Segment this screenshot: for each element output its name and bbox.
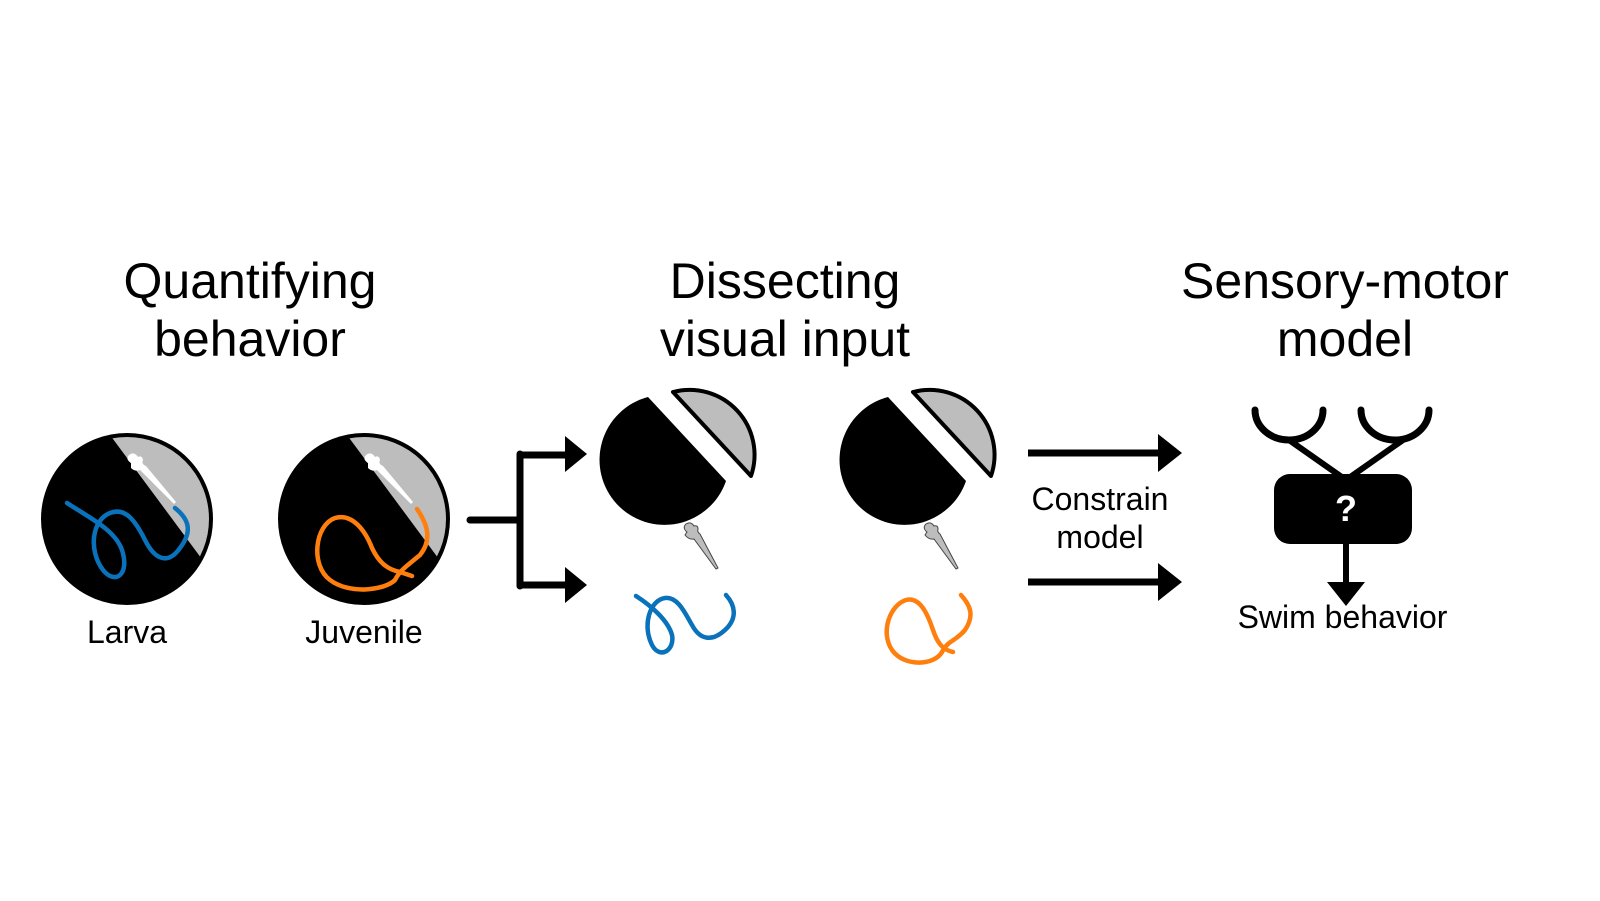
larva-trajectory (633, 592, 736, 655)
arena-border (278, 433, 450, 605)
title-quantifying-behavior: Quantifying behavior (100, 252, 400, 368)
arrowhead-top (565, 436, 587, 472)
right-input-line (1344, 437, 1405, 483)
constrain-arrows (1028, 434, 1182, 601)
sensory-motor-model (1251, 406, 1433, 606)
title-dissecting-visual-input: Dissecting visual input (630, 252, 940, 368)
model-question-mark: ? (1335, 488, 1357, 529)
title-line-1: Dissecting (669, 253, 901, 309)
stimulus-dark-half (599, 397, 726, 525)
arena-border (41, 433, 213, 605)
title-line-1: Quantifying (123, 253, 377, 309)
title-line-2: model (1276, 311, 1414, 367)
arrowhead-bottom (1158, 563, 1182, 601)
fish-icon (127, 453, 176, 504)
right-eye-receptor (1357, 406, 1433, 444)
fish-icon (364, 453, 413, 504)
branch-arrow (466, 436, 587, 603)
arrowhead-bottom (565, 567, 587, 603)
stimulus-light-half (671, 387, 757, 478)
arrowhead-top (1158, 434, 1182, 472)
larva-split-stimulus (599, 387, 757, 655)
title-sensory-motor-model: Sensory-motor model (1160, 252, 1530, 368)
label-constrain-model: Constrain model (1010, 480, 1190, 556)
larva-arena (41, 433, 213, 605)
title-line-2: visual input (659, 311, 911, 367)
title-line-2: behavior (154, 311, 346, 367)
output-arrowhead (1327, 582, 1365, 606)
juvenile-trajectory (884, 592, 973, 665)
stimulus-light-half (911, 387, 997, 478)
label-juvenile: Juvenile (305, 614, 423, 650)
left-eye-receptor (1251, 406, 1327, 444)
fish-icon (923, 522, 959, 570)
label-swim-behavior: Swim behavior (1237, 599, 1448, 635)
model-box (1274, 474, 1412, 544)
fish-icon (683, 522, 719, 570)
label-larva: Larva (86, 614, 168, 650)
juvenile-split-stimulus (839, 387, 997, 665)
stimulus-dark-half (839, 397, 966, 525)
juvenile-trajectory (315, 506, 430, 592)
title-line-1: Sensory-motor (1181, 253, 1509, 309)
label-line-2: model (1056, 519, 1144, 555)
juvenile-arena (278, 433, 450, 605)
larva-trajectory (64, 500, 190, 580)
left-input-line (1287, 437, 1348, 483)
label-line-1: Constrain (1031, 481, 1169, 517)
